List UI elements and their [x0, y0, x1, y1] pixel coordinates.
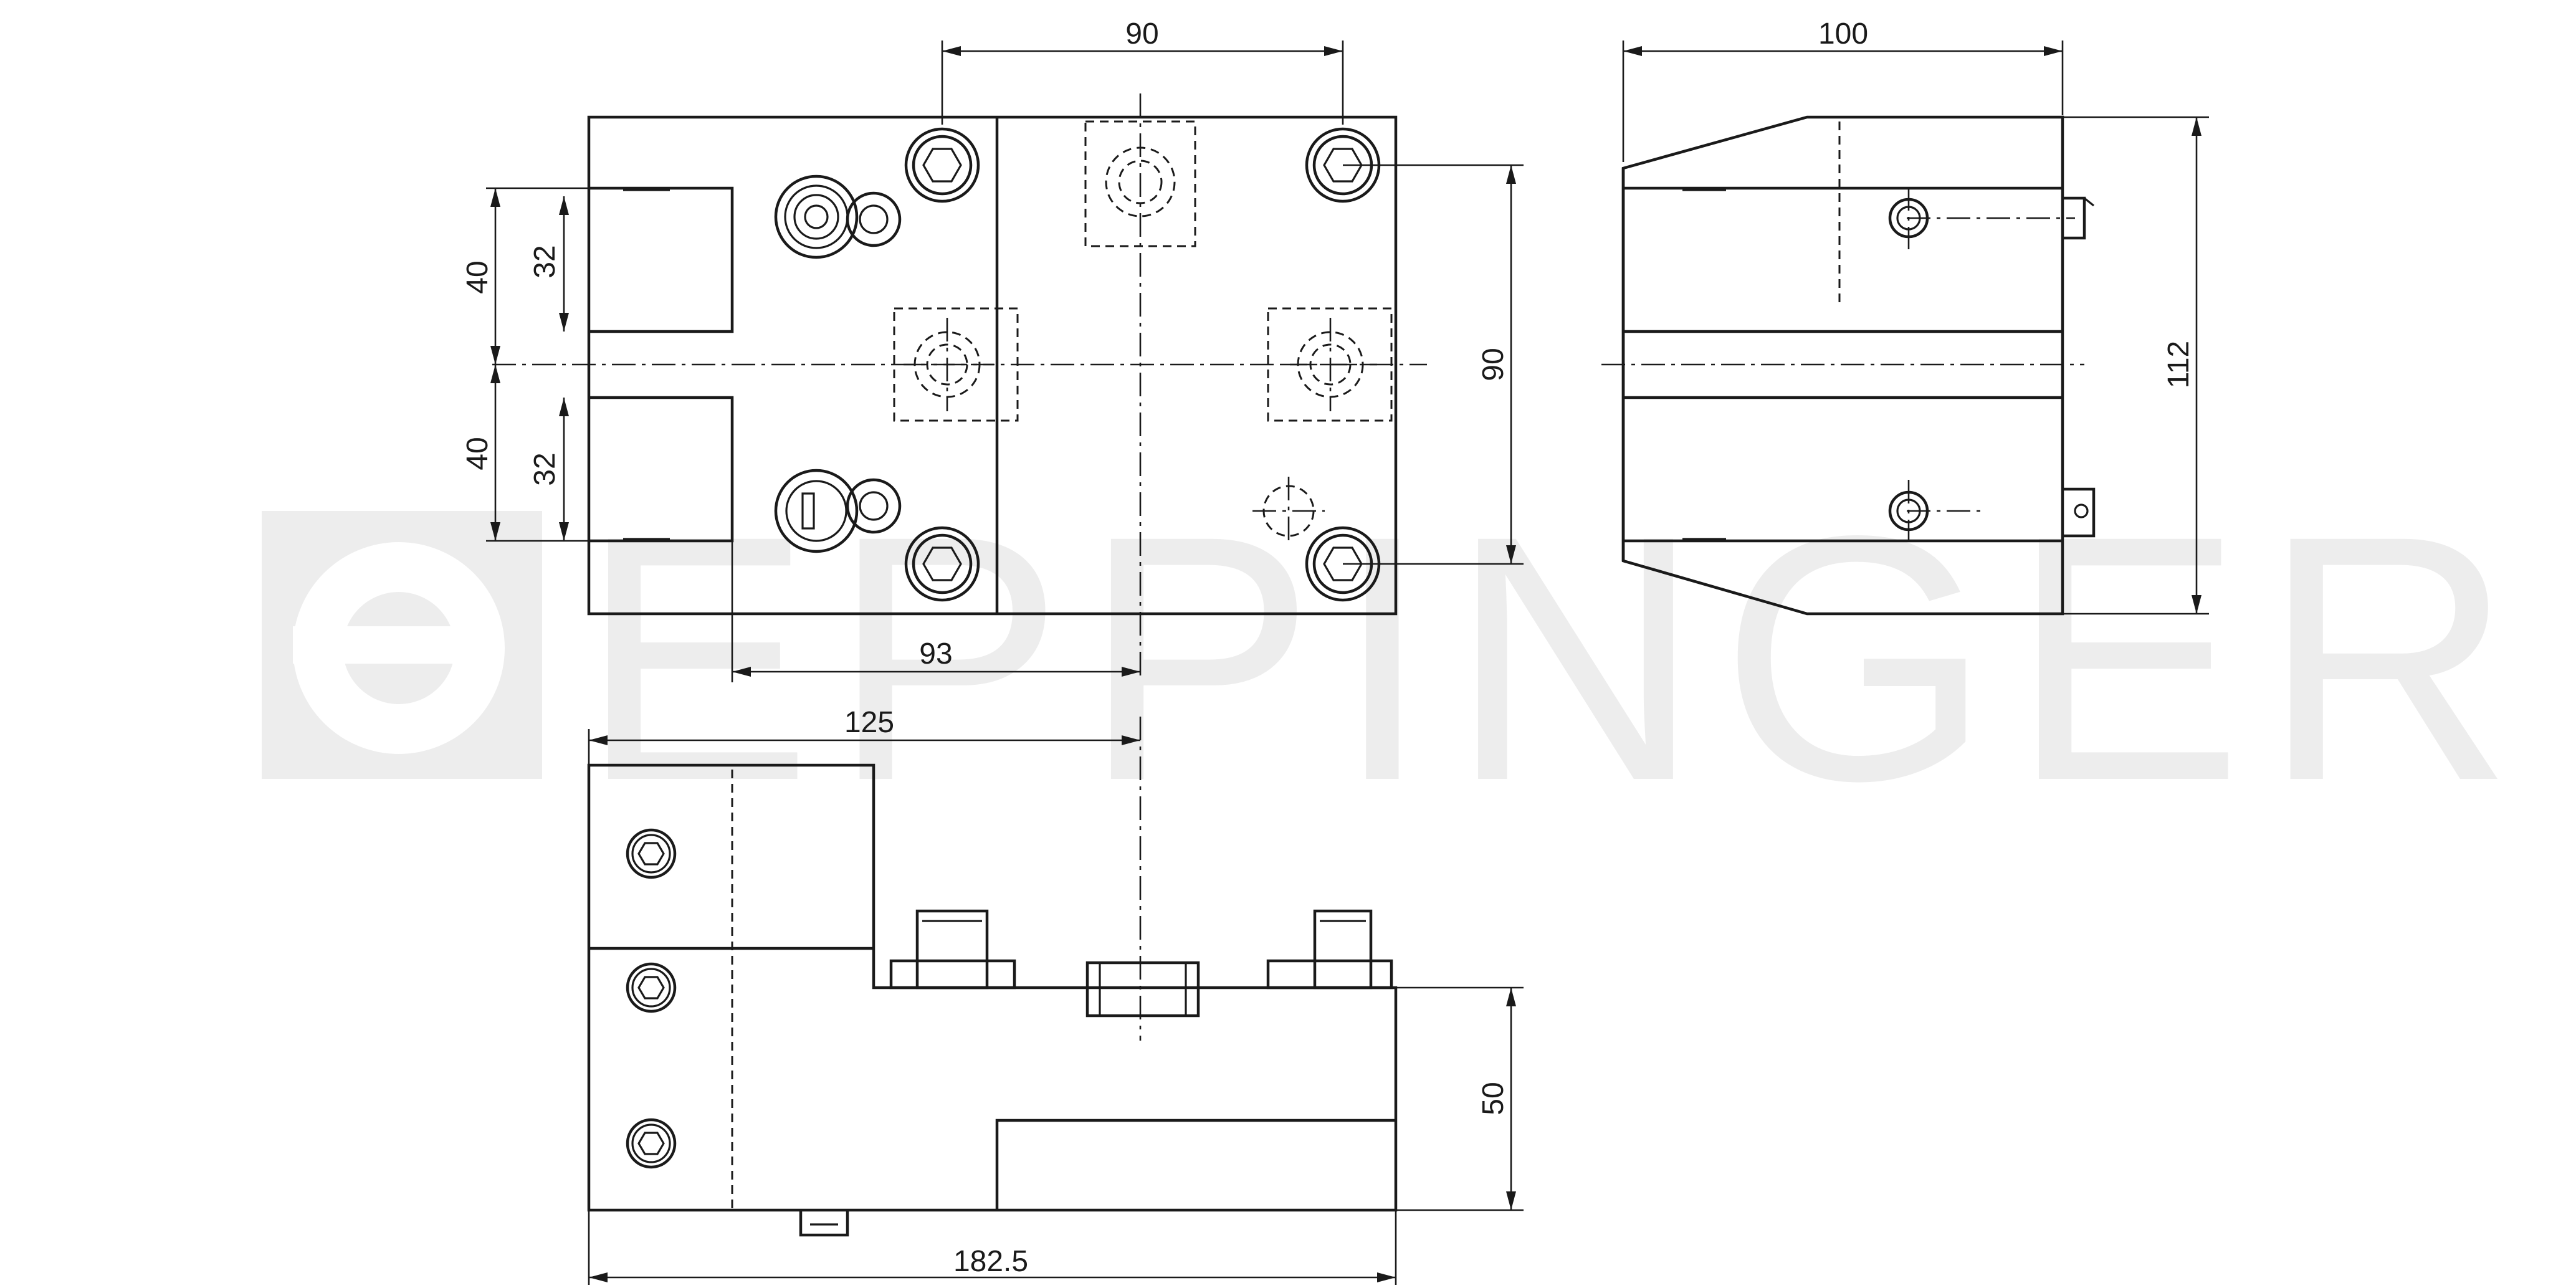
- dim-side-height: 112: [2063, 116, 2209, 615]
- dim-top-width: 90: [941, 17, 1344, 125]
- dowel-pin-right: [1266, 909, 1393, 990]
- bolt-icon: [906, 129, 978, 201]
- coolant-fitting-lower: [774, 469, 902, 553]
- dim-bottom-offset: 93: [731, 541, 1140, 682]
- dim-label: 32: [528, 245, 561, 278]
- dim-left-lower-outer: 40: [461, 365, 589, 542]
- dim-label: 90: [1125, 17, 1158, 50]
- dim-label: 182.5: [953, 1245, 1028, 1278]
- dim-front-height: 50: [1396, 986, 1524, 1211]
- dim-front-offset: 125: [588, 706, 1140, 765]
- dim-left-lower-inner: 32: [528, 398, 569, 541]
- dim-label: 90: [1477, 348, 1510, 381]
- screw-icon: [1888, 480, 1929, 542]
- dim-top-height: 90: [1343, 164, 1524, 565]
- screw-icon: [1888, 187, 1929, 249]
- watermark-text: EPPINGER: [580, 463, 2532, 853]
- dowel-pin-left: [889, 909, 1016, 990]
- bolt-icon: [627, 964, 675, 1011]
- coolant-plug: [1085, 961, 1200, 1018]
- dim-label: 112: [2162, 341, 2195, 389]
- dim-left-upper-outer: 40: [461, 187, 589, 365]
- watermark-logo: [262, 511, 542, 779]
- dim-label: 125: [844, 706, 894, 739]
- dim-label: 93: [919, 637, 952, 670]
- hidden-pin: [1252, 477, 1325, 545]
- dim-side-width: 100: [1622, 17, 2064, 162]
- hidden-hole-right: [1267, 307, 1393, 422]
- dim-label: 32: [528, 452, 561, 485]
- dim-left-upper-inner: 32: [528, 196, 569, 332]
- top-view: [492, 93, 1427, 679]
- bolt-icon: [627, 1120, 675, 1167]
- dim-label: 100: [1818, 17, 1868, 50]
- dim-front-total-width: 182.5: [588, 1210, 1397, 1285]
- hidden-hole-left: [893, 307, 1019, 422]
- coolant-fitting-upper: [774, 174, 902, 259]
- dim-label: 40: [461, 260, 494, 293]
- dim-label: 50: [1477, 1082, 1510, 1115]
- dim-label: 40: [461, 437, 494, 470]
- hidden-hole-top: [1084, 120, 1196, 247]
